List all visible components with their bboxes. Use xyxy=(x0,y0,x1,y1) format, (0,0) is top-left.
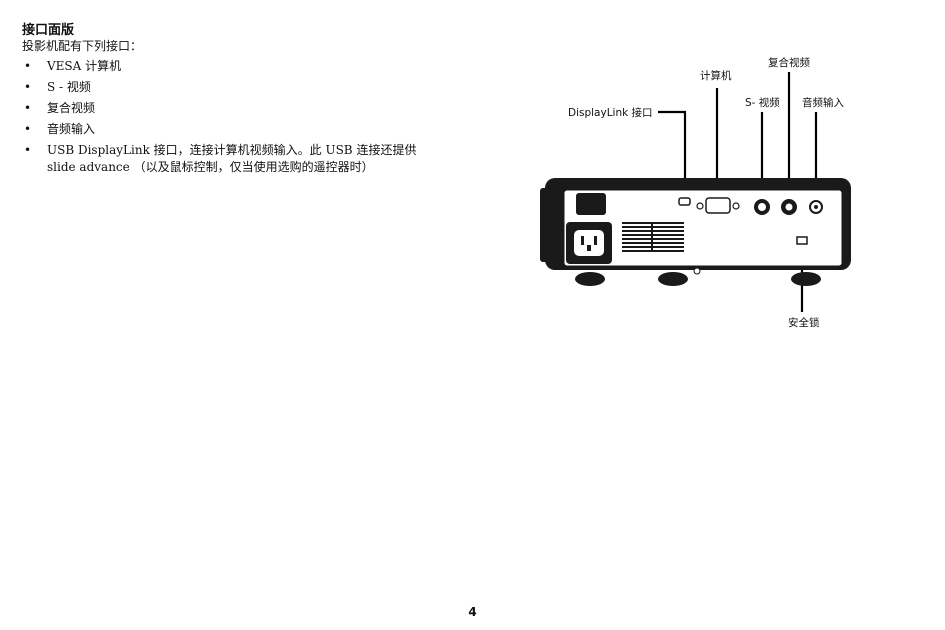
vent-grille xyxy=(622,222,684,252)
section-title: 接口面版 xyxy=(22,23,75,38)
foot xyxy=(575,272,605,286)
intro-text: 投影机配有下列接口： xyxy=(22,39,143,53)
list-item: USB DisplayLink 接口，连接计算机视频输入。此 USB 连接还提供… xyxy=(22,142,442,176)
label-computer: 计算机 xyxy=(700,69,732,82)
list-item: 音频输入 xyxy=(22,121,442,138)
projector-body xyxy=(540,178,851,286)
usb-port xyxy=(678,197,691,206)
label-audio-in: 音频输入 xyxy=(802,96,844,109)
projector-rear-panel-diagram: 复合视频 计算机 S- 视频 音频输入 DisplayLink 接口 安全锁 xyxy=(540,56,851,329)
list-item: VESA 计算机 xyxy=(22,58,442,75)
list-item: S - 视频 xyxy=(22,79,442,96)
vga-port xyxy=(705,197,731,214)
label-security-lock: 安全锁 xyxy=(788,316,820,329)
label-displaylink: DisplayLink 接口 xyxy=(568,106,653,119)
vent-block xyxy=(576,193,606,215)
audio-port xyxy=(809,200,823,214)
label-s-video: S- 视频 xyxy=(745,96,780,109)
page-number: 4 xyxy=(468,605,477,619)
port-list: VESA 计算机 S - 视频 复合视频 音频输入 USB DisplayLin… xyxy=(22,58,442,180)
list-item: 复合视频 xyxy=(22,100,442,117)
foot xyxy=(658,272,688,286)
label-composite-video: 复合视频 xyxy=(768,56,810,69)
foot xyxy=(791,272,821,286)
security-slot xyxy=(796,236,808,245)
